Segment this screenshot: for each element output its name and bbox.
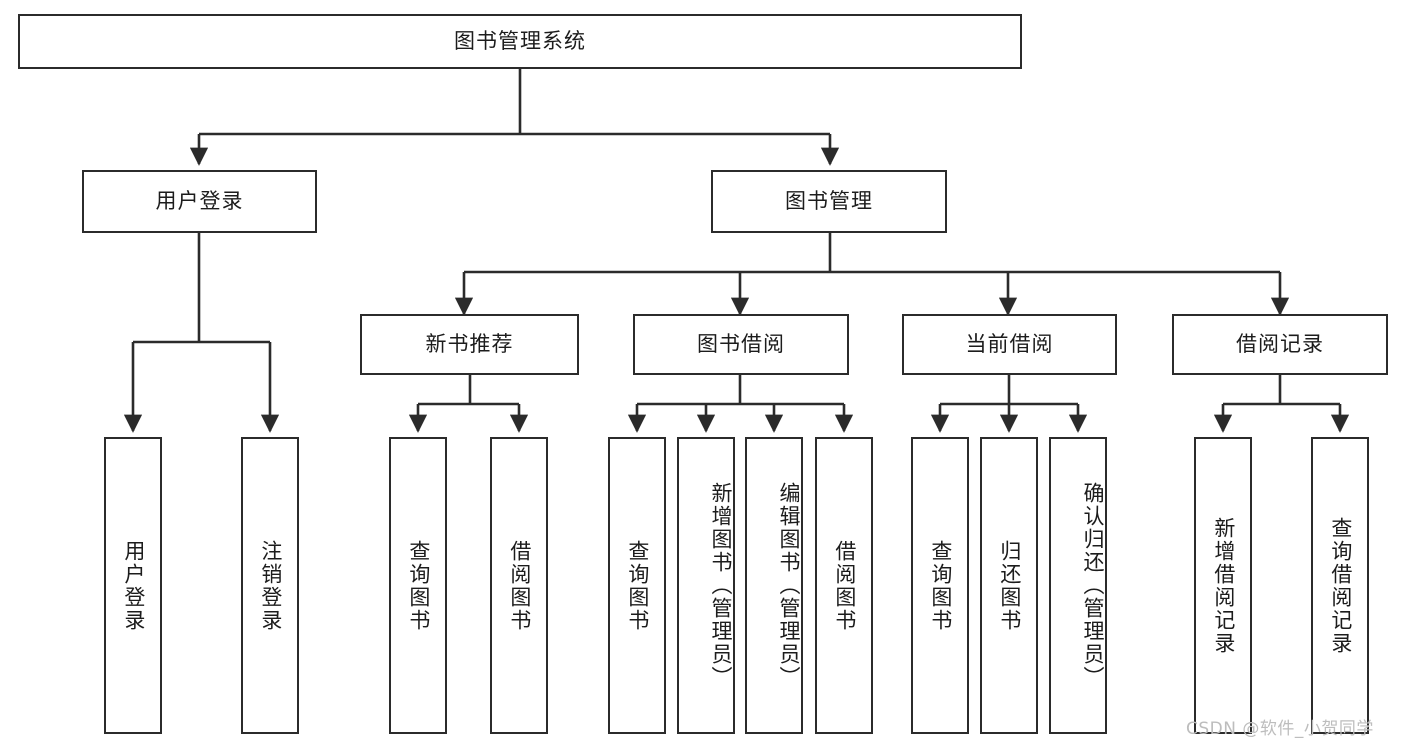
node-borrow-edit-book[interactable]: 编辑图书（管理员） bbox=[745, 437, 803, 734]
node-current-borrow-label: 当前借阅 bbox=[965, 331, 1054, 356]
node-borrow-query-book[interactable]: 查询图书 bbox=[608, 437, 666, 734]
node-borrow-borrow-book-label: 借阅图书 bbox=[832, 539, 857, 632]
node-borrow-record[interactable]: 借阅记录 bbox=[1172, 314, 1388, 375]
node-recommend-query-book-label: 查询图书 bbox=[406, 539, 431, 632]
node-user-login[interactable]: 用户登录 bbox=[82, 170, 317, 233]
node-current-query-book[interactable]: 查询图书 bbox=[911, 437, 969, 734]
node-user-login-do-label: 用户登录 bbox=[121, 539, 146, 632]
node-recommend-borrow-book-label: 借阅图书 bbox=[507, 539, 532, 632]
node-current-confirm-return[interactable]: 确认归还（管理员） bbox=[1049, 437, 1107, 734]
node-recommend-borrow-book[interactable]: 借阅图书 bbox=[490, 437, 548, 734]
node-current-confirm-return-label: 确认归还（管理员） bbox=[1081, 482, 1105, 689]
node-record-query[interactable]: 查询借阅记录 bbox=[1311, 437, 1369, 734]
node-book-borrow[interactable]: 图书借阅 bbox=[633, 314, 849, 375]
node-current-borrow[interactable]: 当前借阅 bbox=[902, 314, 1117, 375]
node-borrow-borrow-book[interactable]: 借阅图书 bbox=[815, 437, 873, 734]
node-borrow-query-book-label: 查询图书 bbox=[625, 539, 650, 632]
node-recommend-query-book[interactable]: 查询图书 bbox=[389, 437, 447, 734]
node-record-query-label: 查询借阅记录 bbox=[1328, 516, 1353, 655]
node-borrow-record-label: 借阅记录 bbox=[1236, 331, 1324, 356]
node-new-book-recommend[interactable]: 新书推荐 bbox=[360, 314, 579, 375]
node-user-login-do[interactable]: 用户登录 bbox=[104, 437, 162, 734]
node-borrow-add-book[interactable]: 新增图书（管理员） bbox=[677, 437, 735, 734]
node-current-return-book-label: 归还图书 bbox=[997, 539, 1022, 632]
node-user-logout[interactable]: 注销登录 bbox=[241, 437, 299, 734]
node-book-borrow-label: 图书借阅 bbox=[697, 331, 785, 356]
node-root-label: 图书管理系统 bbox=[454, 28, 586, 53]
node-user-login-label: 用户登录 bbox=[155, 188, 244, 213]
node-new-book-recommend-label: 新书推荐 bbox=[425, 331, 514, 356]
node-user-logout-label: 注销登录 bbox=[258, 539, 283, 632]
node-borrow-edit-book-label: 编辑图书（管理员） bbox=[777, 482, 801, 689]
node-current-query-book-label: 查询图书 bbox=[928, 539, 953, 632]
node-book-manage-label: 图书管理 bbox=[785, 188, 873, 213]
node-record-add[interactable]: 新增借阅记录 bbox=[1194, 437, 1252, 734]
node-book-manage[interactable]: 图书管理 bbox=[711, 170, 947, 233]
node-record-add-label: 新增借阅记录 bbox=[1211, 516, 1236, 655]
node-current-return-book[interactable]: 归还图书 bbox=[980, 437, 1038, 734]
node-borrow-add-book-label: 新增图书（管理员） bbox=[709, 482, 733, 689]
node-root[interactable]: 图书管理系统 bbox=[18, 14, 1022, 69]
